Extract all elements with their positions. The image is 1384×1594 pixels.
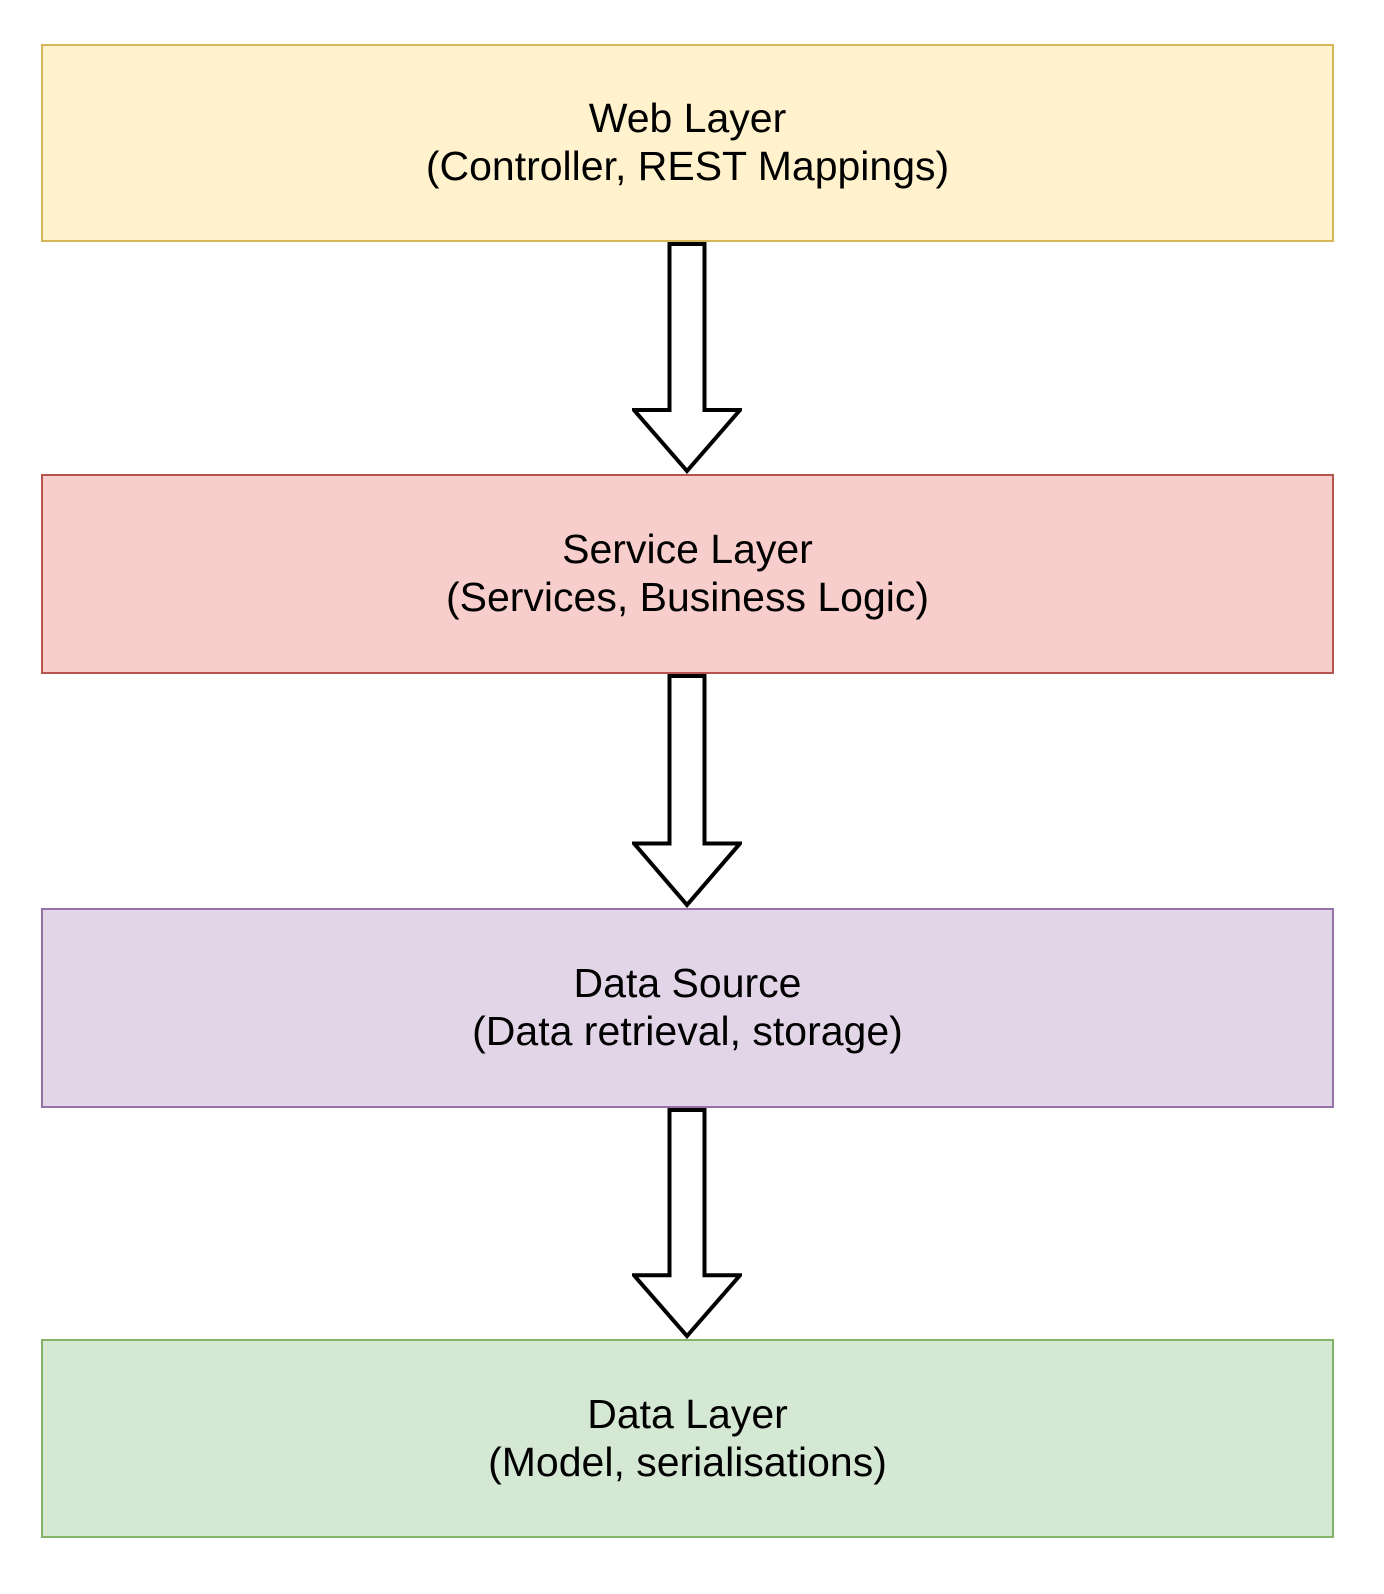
layer-subtitle: (Services, Business Logic) — [445, 574, 930, 620]
layer-subtitle: (Data retrieval, storage) — [472, 1008, 903, 1054]
layer-title: Service Layer — [562, 526, 813, 573]
down-arrow-shape — [634, 1110, 740, 1336]
layer-box-web: Web Layer (Controller, REST Mappings) — [41, 44, 1334, 242]
layer-title: Data Source — [573, 960, 802, 1007]
down-arrow-icon — [632, 674, 742, 908]
layer-title: Web Layer — [588, 95, 787, 142]
layer-box-service: Service Layer (Services, Business Logic) — [41, 474, 1334, 674]
layer-subtitle: (Model, serialisations) — [488, 1438, 887, 1485]
down-arrow-shape — [634, 676, 740, 905]
layer-box-data-layer: Data Layer (Model, serialisations) — [41, 1339, 1334, 1538]
layer-subtitle: (Controller, REST Mappings) — [425, 143, 950, 189]
layer-box-data-source: Data Source (Data retrieval, storage) — [41, 908, 1334, 1108]
down-arrow-icon — [632, 1108, 742, 1339]
down-arrow-icon — [632, 242, 742, 474]
down-arrow-shape — [634, 244, 740, 471]
layer-title: Data Layer — [587, 1390, 788, 1437]
